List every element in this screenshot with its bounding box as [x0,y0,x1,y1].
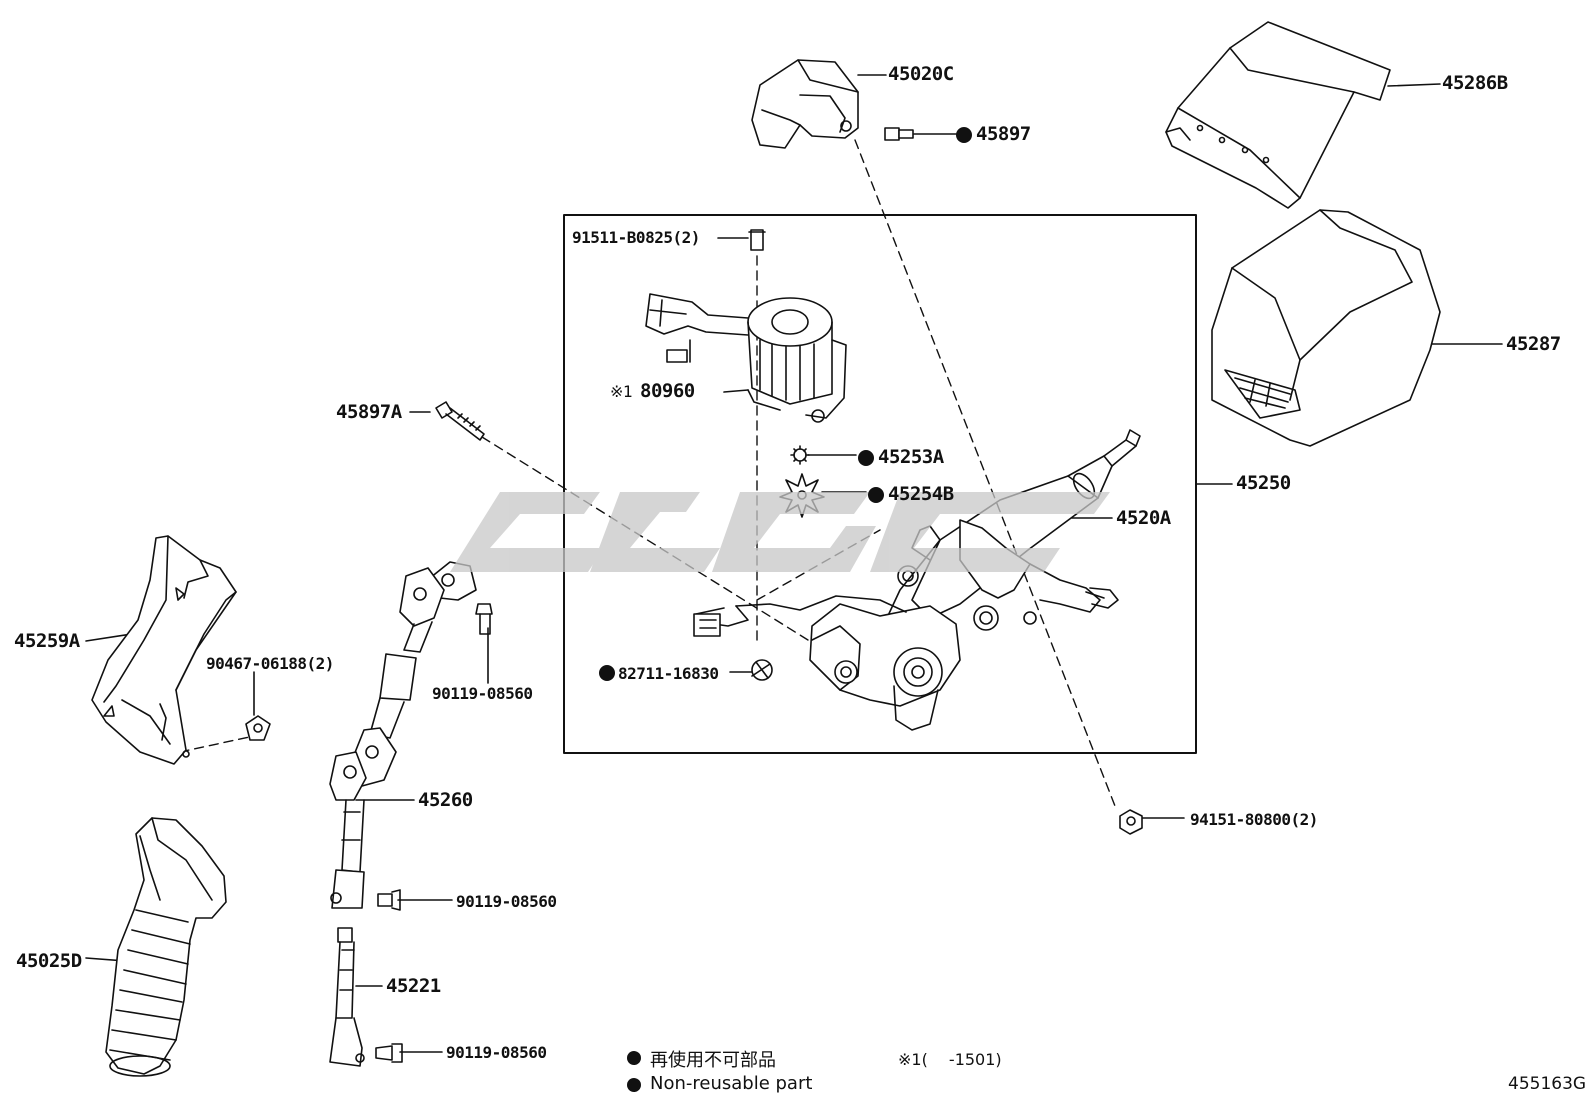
part-45260-drawing [329,561,477,909]
label-45286B[interactable]: 45286B [1442,72,1508,94]
part-82711-drawing [751,659,773,681]
label-45250[interactable]: 45250 [1236,472,1291,494]
label-90119-middle[interactable]: 90119-08560 [456,892,557,911]
label-82711[interactable]: 82711-16830 [618,664,719,683]
label-90119-top[interactable]: 90119-08560 [432,684,533,703]
part-45221-drawing [329,927,365,1067]
legend-nonreusable-jp: 再使用不可部品 [650,1050,776,1071]
part-45897-drawing [884,127,914,141]
label-45259A[interactable]: 45259A [14,630,80,652]
part-45897A-drawing [435,401,485,441]
part-45259A-drawing [91,535,237,765]
label-45221[interactable]: 45221 [386,975,441,997]
part-91511-drawing [748,229,766,251]
nonreusable-dot-45253A [858,450,874,466]
part-45286B-drawing [1165,21,1391,209]
part-90119-b-drawing [377,889,401,911]
label-94151[interactable]: 94151-80800(2) [1190,810,1318,829]
legend-nonreusable-en: Non-reusable part [650,1073,813,1094]
label-45897A[interactable]: 45897A [336,401,402,423]
nonreusable-dot-82711 [599,665,615,681]
part-45020C-drawing [751,59,859,149]
part-90467-drawing [245,715,271,741]
label-45025D[interactable]: 45025D [16,950,82,972]
label-90467[interactable]: 90467-06188(2) [206,654,334,673]
legend-dot-en [627,1078,641,1092]
part-45025D-drawing [105,817,227,1077]
part-90119-c-drawing [375,1043,403,1063]
label-80960[interactable]: 80960 [640,380,695,402]
label-45287[interactable]: 45287 [1506,333,1561,355]
label-4520A[interactable]: 4520A [1116,507,1171,529]
part-45287-drawing [1211,209,1441,447]
label-80960-mark: ※1 [610,382,633,401]
watermark-logo [450,492,1110,572]
nonreusable-dot-45897 [956,127,972,143]
legend-dot-jp [627,1051,641,1065]
label-91511[interactable]: 91511-B0825(2) [572,228,700,247]
nonreusable-dot-45254B [868,487,884,503]
label-90119-bottom[interactable]: 90119-08560 [446,1043,547,1062]
legend-note-1: ※1( -1501) [898,1050,1002,1069]
label-45260[interactable]: 45260 [418,789,473,811]
part-94151-drawing [1119,809,1143,835]
label-45020C[interactable]: 45020C [888,63,954,85]
diagram-code: 455163G [1508,1074,1587,1094]
label-45253A[interactable]: 45253A [878,446,944,468]
part-90119-a-drawing [475,603,493,635]
part-45253A-drawing [790,445,810,465]
part-4520A-drawing [693,429,1141,731]
label-45897[interactable]: 45897 [976,123,1031,145]
part-80960-drawing [645,293,847,423]
label-45254B[interactable]: 45254B [888,483,954,505]
